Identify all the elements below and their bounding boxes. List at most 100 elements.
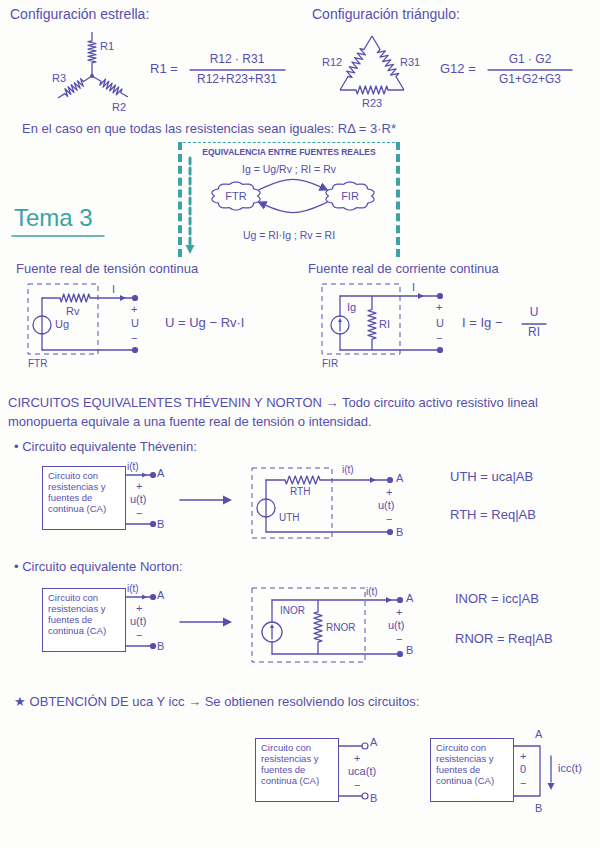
arrow-head [142, 595, 147, 600]
text-label: Rv [66, 305, 79, 318]
wire [271, 600, 272, 622]
equivalent-boundary [252, 468, 332, 538]
wire [41, 334, 42, 350]
text-label: R12 [322, 56, 342, 69]
source-cloud: FIR [324, 181, 376, 211]
text-label: u(t) [130, 493, 147, 506]
text-label: B [396, 526, 403, 539]
terminal [438, 294, 443, 299]
text-label: + [136, 602, 142, 615]
text-label: − [520, 777, 526, 790]
equivalent-boundary [252, 588, 365, 662]
text-label: icc(t) [558, 762, 582, 775]
text-label: − [396, 633, 402, 646]
text-label: A [396, 472, 403, 485]
equivalence-arrow [180, 621, 224, 623]
panel-title: EQUIVALENCIA ENTRE FUENTES REALES [182, 147, 396, 157]
circuit-box: Circuito con resistencias y fuentes de c… [42, 466, 126, 530]
wire [42, 349, 133, 350]
voltage-source [33, 316, 51, 334]
wire [265, 517, 266, 532]
equivalence-arrow [180, 499, 224, 501]
text-label: Tema 3 [14, 204, 93, 232]
text-label: u(t) [388, 619, 405, 632]
title-underline [12, 235, 104, 237]
text-label: ★ OBTENCIÓN DE uca Y icc → Se obtienen r… [14, 695, 419, 710]
text-label: + [396, 606, 402, 619]
text-label: A [157, 589, 164, 602]
text-label: B [370, 792, 377, 805]
wire [272, 599, 398, 600]
current-arrow [550, 756, 551, 782]
text-label: − [354, 779, 360, 792]
fraction-bar [190, 69, 285, 70]
terminal [151, 644, 156, 649]
text-label: U [436, 317, 444, 330]
text-label: RNOR [326, 622, 355, 634]
panel-formula: Ug = RI·Ig ; Rv = RI [182, 229, 396, 241]
resistor-symbol [92, 76, 128, 97]
text-label: i(t) [127, 583, 139, 595]
terminal [151, 595, 156, 600]
wire [514, 746, 540, 796]
terminal [133, 348, 138, 353]
text-label: A [157, 467, 164, 480]
text-label: − [136, 629, 142, 642]
terminal [388, 478, 393, 483]
node-text: Circuito con resistencias y fuentes de c… [48, 593, 120, 637]
wire [126, 645, 151, 646]
arrow-head [186, 245, 195, 254]
resistor-symbol [368, 296, 376, 350]
arrow-head [386, 597, 392, 603]
voltage-source [41, 316, 42, 334]
text-label: Fuente real de corriente continua [308, 262, 499, 277]
wire [265, 480, 266, 499]
wire [339, 334, 340, 350]
text-label: G12 = [440, 62, 476, 77]
text-label: R12 · R31 [210, 53, 265, 67]
wire [320, 479, 388, 480]
panel-formula: Ig = Ug/Rv ; RI = Rv [182, 163, 396, 175]
text-label: U = Ug − Rv·I [165, 316, 244, 331]
text-label: R31 [400, 56, 420, 69]
current-source [271, 627, 272, 639]
wire [271, 642, 272, 654]
resistor-symbol [340, 86, 404, 94]
text-label: u(t) [130, 615, 147, 628]
text-label: RTH = Req|AB [450, 508, 536, 523]
text-label: INOR = icc|AB [455, 592, 539, 607]
terminal [398, 598, 403, 603]
text-label: − [436, 332, 442, 345]
current-source [262, 622, 282, 642]
text-label: • Circuito equivalente Thévenin: [14, 440, 197, 455]
text-label: Configuración estrella: [10, 6, 149, 22]
text-label: R3 [52, 72, 66, 85]
text-label: CIRCUITOS EQUIVALENTES THÉVENIN Y NORTON… [8, 394, 592, 432]
terminal [398, 652, 403, 657]
equivalent-boundary [322, 284, 400, 354]
wire [339, 795, 362, 796]
circuit-box: Circuito con resistencias y fuentes de c… [42, 588, 126, 652]
voltage-source [265, 499, 266, 517]
connector [258, 202, 327, 213]
wire [41, 298, 42, 316]
text-label: INOR [280, 605, 305, 617]
connector [258, 179, 327, 190]
resistor-symbol [340, 36, 372, 90]
hatched-arrow [189, 158, 192, 244]
text-label: u(t) [378, 499, 395, 512]
arrow-head [270, 624, 274, 628]
text-label: FIR [322, 358, 338, 370]
node-text: FIR [324, 181, 376, 211]
resistor-symbol [60, 294, 90, 302]
fraction-bar [488, 69, 572, 70]
text-label: 0 [520, 763, 526, 776]
terminal [438, 348, 443, 353]
text-label: A [406, 592, 413, 605]
wire [339, 296, 340, 316]
node-text: Circuito con resistencias y fuentes de c… [261, 743, 333, 787]
text-label: RI [528, 326, 540, 340]
text-label: A [370, 736, 377, 749]
text-label: − [136, 507, 142, 520]
current-source [331, 316, 349, 334]
